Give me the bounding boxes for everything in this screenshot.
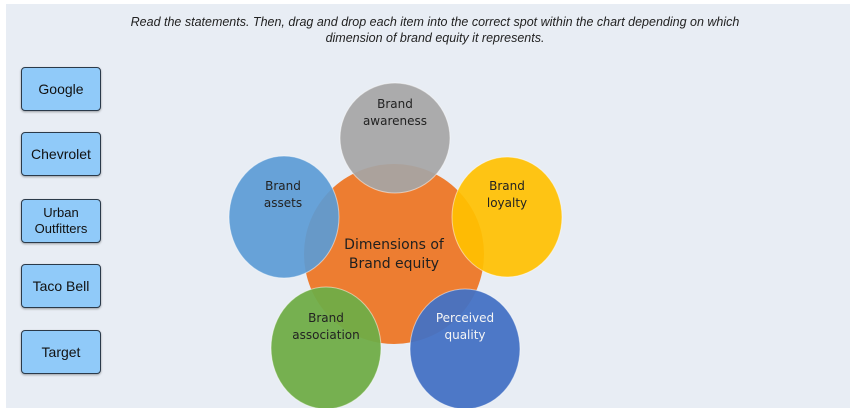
drag-item-taco-bell[interactable]: Taco Bell [21,264,101,308]
drag-item-label: Target [41,344,81,360]
drag-item-label: Chevrolet [31,146,91,162]
node-brand-assets[interactable] [228,155,340,279]
node-perceived-quality[interactable] [409,288,521,408]
node-brand-loyalty[interactable] [451,156,563,278]
node-label-assets-line-1: Brand [265,179,301,193]
node-label-loyalty-line-2: loyalty [487,196,527,210]
instructions-line-1: Read the statements. Then, drag and drop… [130,15,740,29]
node-label-loyalty-line-1: Brand [489,179,525,193]
drag-item-label: Taco Bell [32,278,90,294]
center-label-line-1: Dimensions of [344,237,445,253]
drag-item-chevrolet[interactable]: Chevrolet [21,132,101,176]
drag-item-label: Google [38,81,84,97]
drag-item-google[interactable]: Google [21,67,101,111]
node-brand-association[interactable] [270,286,382,408]
drag-item-label-line-1: Urban [43,205,79,220]
node-label-assets-line-2: assets [264,196,302,210]
center-label-line-2: Brand equity [349,256,439,272]
drag-item-urban-outfitters[interactable]: Urban Outfitters [21,199,101,243]
drag-item-label: Urban Outfitters [35,205,88,237]
drag-item-target[interactable]: Target [21,330,101,374]
node-brand-awareness[interactable] [339,82,451,194]
instructions-text: Read the statements. Then, drag and drop… [95,14,775,46]
node-label-association-line-2: association [292,328,359,342]
node-label-awareness-line-1: Brand [377,97,413,111]
instructions-line-2: dimension of brand equity it represents. [325,31,545,45]
node-label-quality-line-1: Perceived [436,311,494,325]
node-label-awareness-line-2: awareness [363,114,427,128]
node-label-association-line-1: Brand [308,311,344,325]
node-label-quality-line-2: quality [444,328,485,342]
drag-item-label-line-2: Outfitters [34,221,88,236]
